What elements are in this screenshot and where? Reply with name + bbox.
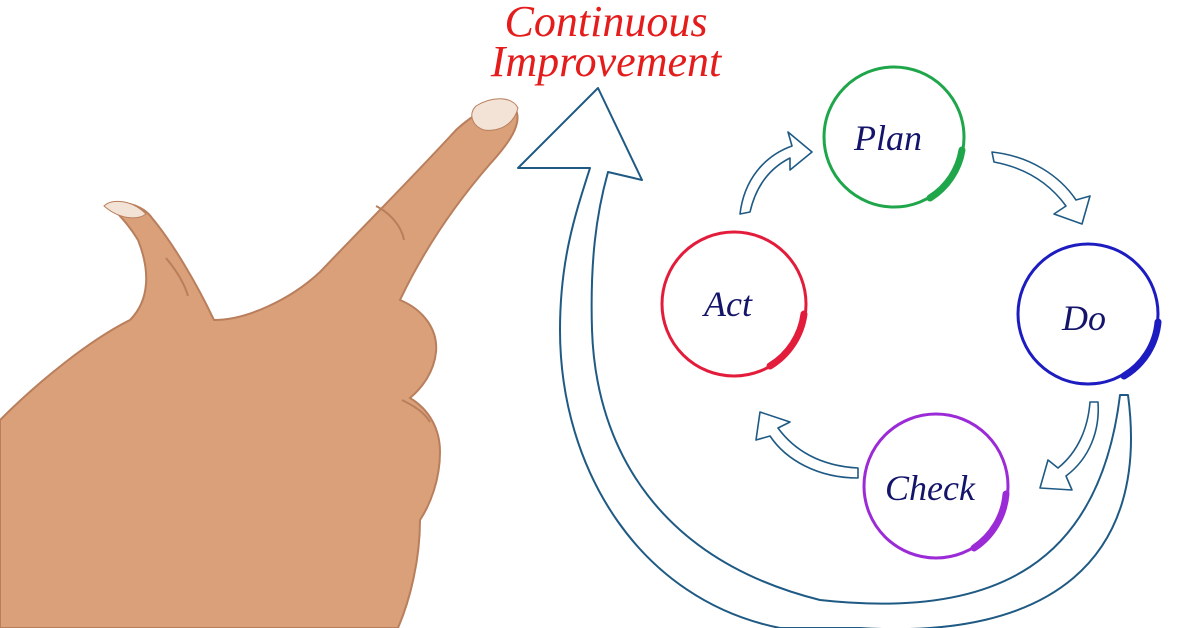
index-finger-nail	[471, 98, 519, 131]
title: Continuous Improvement	[490, 0, 723, 86]
cycle-node-plan: Plan	[822, 65, 966, 209]
pointing-hand-illustration	[0, 98, 519, 628]
curved-arrow-icon	[739, 131, 813, 215]
node-label-do: Do	[1061, 298, 1106, 338]
big-arrow-body	[517, 87, 1132, 628]
node-label-plan: Plan	[853, 118, 922, 158]
thumb-nail	[103, 200, 147, 219]
cycle-nodes: Plan Do Check Act	[660, 65, 1162, 560]
node-ring-accent-plan	[926, 146, 966, 202]
curved-arrow-icon	[755, 411, 859, 479]
curved-arrow-icon	[991, 151, 1091, 225]
cycle-node-act: Act	[660, 230, 808, 378]
curved-arrow-icon	[1039, 401, 1100, 491]
node-ring-check	[862, 412, 1010, 560]
node-ring-do	[1016, 242, 1160, 386]
knuckle-crease	[375, 205, 405, 241]
node-ring-act	[660, 230, 808, 378]
node-label-act: Act	[702, 284, 753, 324]
title-line-2: Improvement	[490, 37, 723, 86]
upward-curved-arrow	[517, 87, 1132, 628]
node-label-check: Check	[885, 468, 976, 508]
knuckle-crease	[401, 399, 431, 423]
title-line-1: Continuous	[505, 0, 708, 46]
node-ring-plan	[822, 65, 966, 209]
node-ring-accent-act	[766, 310, 808, 370]
cycle-arrows	[739, 131, 1100, 491]
knuckle-crease	[165, 257, 189, 297]
node-ring-accent-do	[1120, 318, 1162, 380]
node-ring-accent-check	[970, 490, 1010, 552]
cycle-node-check: Check	[862, 412, 1010, 560]
hand-shape	[0, 103, 519, 628]
cycle-node-do: Do	[1016, 242, 1162, 386]
